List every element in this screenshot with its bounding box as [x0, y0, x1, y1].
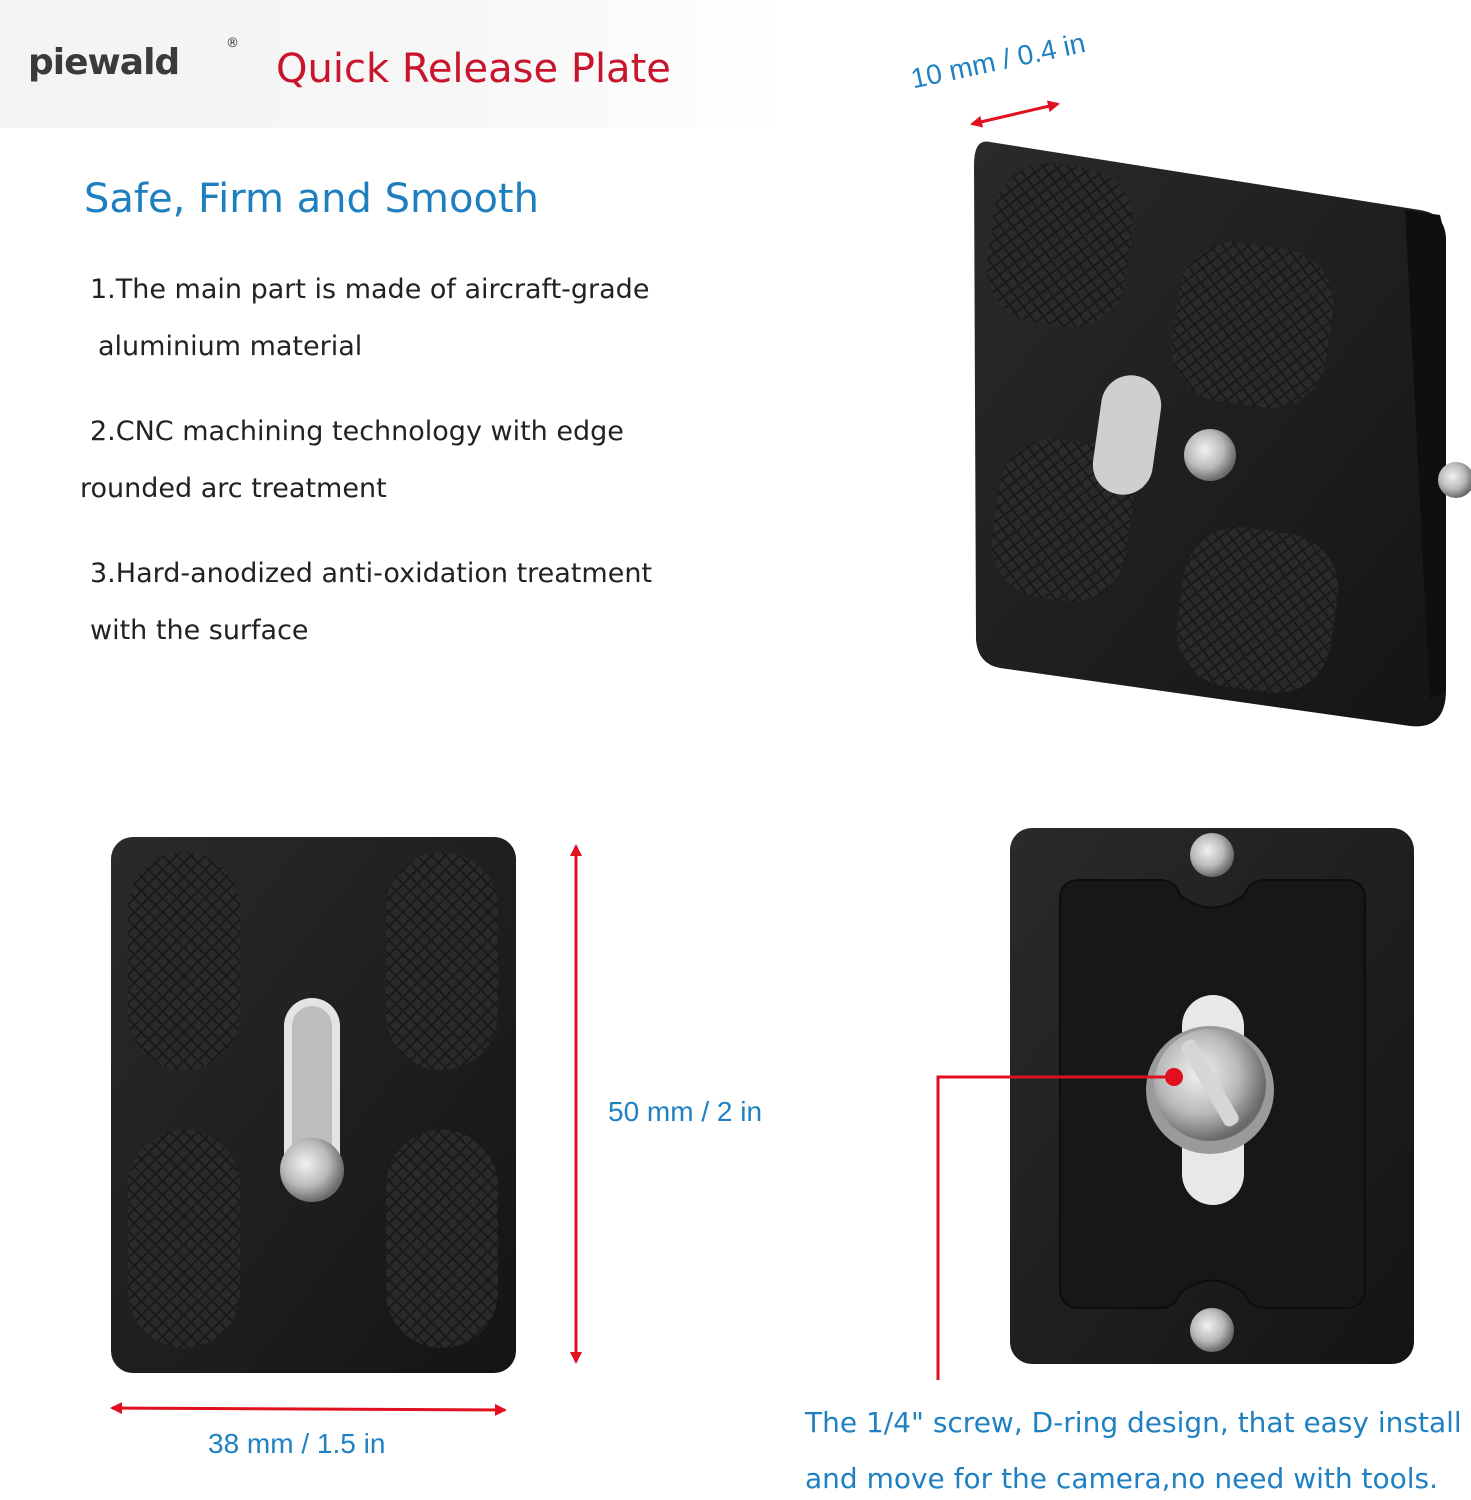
registered-mark: ® — [226, 36, 239, 51]
header-band — [0, 0, 790, 128]
bottom-view-plate-image — [1010, 828, 1414, 1364]
top-view-plate-image — [111, 837, 516, 1373]
feature-2-line-1: 2.CNC machining technology with edge — [90, 416, 624, 447]
feature-3-line-2: with the surface — [90, 615, 309, 646]
angled-plate-image — [974, 141, 1471, 727]
feature-1-line-1: 1.The main part is made of aircraft-grad… — [90, 274, 650, 305]
feature-1-line-2: aluminium material — [98, 331, 363, 362]
caption-line-1: The 1/4" screw, D-ring design, that easy… — [805, 1406, 1462, 1439]
brand-logo: piewald — [28, 42, 180, 83]
caption-line-2: and move for the camera,no need with too… — [805, 1462, 1439, 1495]
feature-2-line-2: rounded arc treatment — [80, 473, 387, 504]
width-label: 38 mm / 1.5 in — [208, 1428, 386, 1459]
features-heading: Safe, Firm and Smooth — [84, 176, 539, 222]
page-title: Quick Release Plate — [276, 46, 671, 92]
height-label: 50 mm / 2 in — [608, 1096, 763, 1127]
feature-3-line-1: 3.Hard-anodized anti-oxidation treatment — [90, 558, 653, 589]
